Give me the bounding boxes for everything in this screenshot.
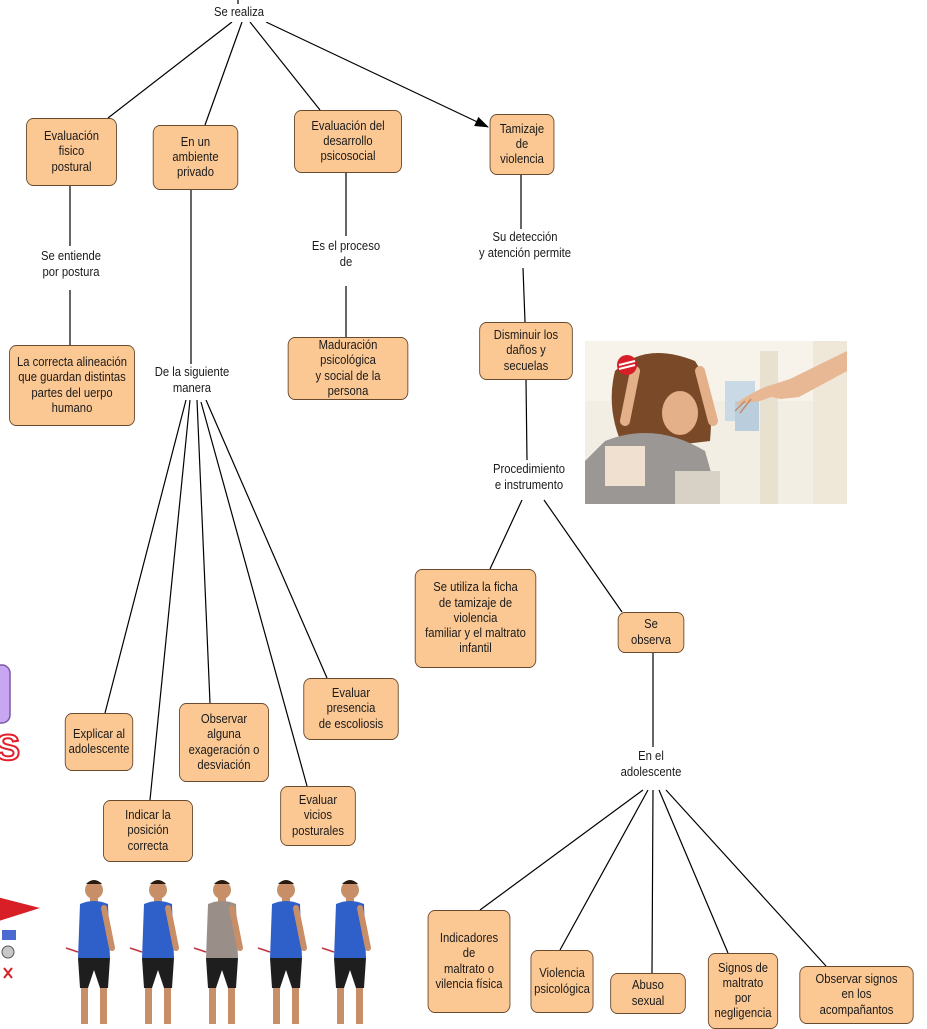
node-explicar-adolescente[interactable]: Explicar al adolescente	[64, 713, 134, 771]
node-signos-negligencia[interactable]: Signos de maltrato por negligencia	[707, 953, 779, 1029]
node-tamizaje-violencia[interactable]: Tamizaje de violencia	[489, 114, 555, 175]
linking-procedimiento-e-instrumento: Procedimiento e instrumento	[485, 461, 573, 499]
linking-se-entiende-por-postura: Se entiende por postura	[30, 248, 112, 288]
node-ambiente-privado[interactable]: En un ambiente privado	[152, 125, 239, 190]
posture-figure	[257, 880, 307, 1024]
posture-figures-illustration	[65, 880, 371, 1024]
node-vicios-posturales[interactable]: Evaluar vicios posturales	[280, 786, 356, 846]
node-violencia-psicologica[interactable]: Violencia psicológica	[530, 950, 594, 1013]
node-se-observa[interactable]: Se observa	[617, 612, 685, 653]
node-ficha-tamizaje[interactable]: Se utiliza la ficha de tamizaje de viole…	[414, 569, 537, 668]
node-observar-acompanantes[interactable]: Observar signos en los acompañantos	[799, 966, 914, 1024]
node-maduracion[interactable]: Maduración psicológica y social de la pe…	[287, 337, 409, 400]
cropped-side-letter: S	[0, 728, 21, 768]
node-desarrollo-psicosocial[interactable]: Evaluación del desarrollo psicosocial	[294, 110, 402, 173]
posture-figure	[129, 880, 179, 1024]
node-indicar-posicion[interactable]: Indicar la posición correcta	[103, 800, 193, 862]
posture-figure	[193, 880, 243, 1024]
violence-support-photo	[585, 341, 847, 504]
node-escoliosis[interactable]: Evaluar presencia de escoliosis	[303, 678, 399, 740]
node-evaluacion-fisico-postural[interactable]: Evaluación fisico postural	[26, 118, 117, 186]
node-correcta-alineacion[interactable]: La correcta alineación que guardan disti…	[9, 345, 135, 426]
violence-support-photo-drawing	[585, 341, 847, 504]
node-observar-exageracion[interactable]: Observar alguna exageración o desviación	[179, 703, 269, 782]
linking-de-la-siguiente-manera: De la siguiente manera	[150, 364, 234, 400]
posture-figure	[65, 880, 115, 1024]
posture-figure	[321, 880, 371, 1024]
linking-su-deteccion: Su detección y atención permite	[473, 229, 577, 267]
cropped-side-graphics	[0, 664, 40, 979]
node-indicadores-maltrato[interactable]: Indicadores de maltrato o vilencia físic…	[427, 910, 511, 1013]
linking-en-el-adolescente: En el adolescente	[613, 748, 689, 788]
linking-se-realiza: Se realiza	[203, 4, 275, 22]
linking-es-el-proceso-de: Es el proceso de	[307, 238, 385, 284]
node-abuso-sexual[interactable]: Abuso sexual	[610, 973, 686, 1014]
node-disminuir-danos[interactable]: Disminuir los daños y secuelas	[479, 322, 573, 380]
